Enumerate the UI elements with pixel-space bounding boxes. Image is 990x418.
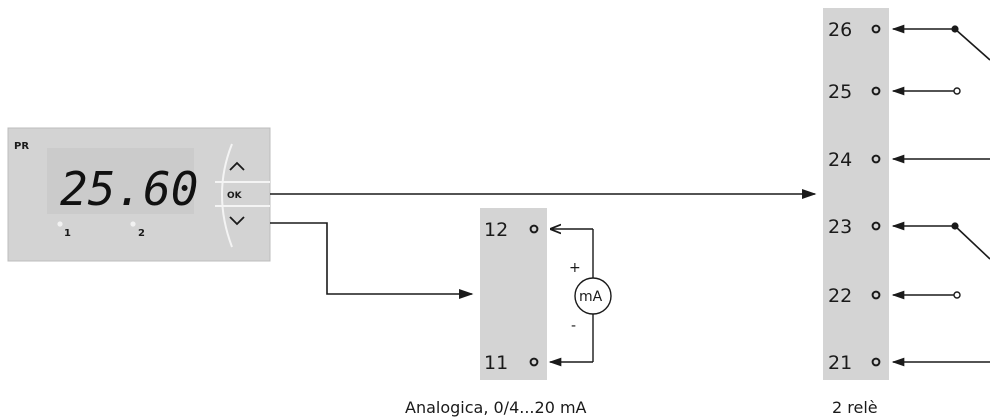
display-window <box>47 148 194 214</box>
terminal-26-label: 26 <box>828 19 852 41</box>
led-2-label: 2 <box>138 228 145 239</box>
minus-sign: - <box>571 318 576 334</box>
terminal-11-label: 11 <box>484 352 508 374</box>
ok-key[interactable]: OK <box>218 183 268 205</box>
brand-logo: PR <box>14 141 29 152</box>
analog-terminal-block: 12 11 <box>480 208 547 380</box>
terminal-21-label: 21 <box>828 352 852 374</box>
terminal-23-label: 23 <box>828 216 852 238</box>
terminal-12-screw <box>529 224 539 234</box>
terminal-25-label: 25 <box>828 81 852 103</box>
display-value: 25.60 <box>60 162 198 216</box>
relay-1-contacts <box>891 24 990 164</box>
relay-terminal-block: 26 25 24 23 22 21 <box>823 8 889 380</box>
plus-sign: + <box>569 260 581 276</box>
relay-2-contacts <box>891 221 990 367</box>
terminal-11-screw <box>529 357 539 367</box>
terminal-22-label: 22 <box>828 285 852 307</box>
analog-connection-line <box>270 222 474 300</box>
device-panel: PR 25.60 1 2 OK <box>7 127 271 262</box>
up-key[interactable] <box>218 146 268 180</box>
analog-caption: Analogica, 0/4...20 mA <box>405 398 587 417</box>
terminal-24-label: 24 <box>828 149 852 171</box>
led-2 <box>130 221 136 227</box>
chevron-up-icon <box>229 161 245 171</box>
chevron-down-icon <box>229 216 245 226</box>
meter-label: mA <box>579 289 603 305</box>
led-1-label: 1 <box>64 228 71 239</box>
led-1 <box>57 221 63 227</box>
terminal-12-label: 12 <box>484 219 508 241</box>
relay-caption: 2 relè <box>832 398 878 417</box>
ok-key-label: OK <box>227 191 243 201</box>
down-key[interactable] <box>218 208 268 242</box>
